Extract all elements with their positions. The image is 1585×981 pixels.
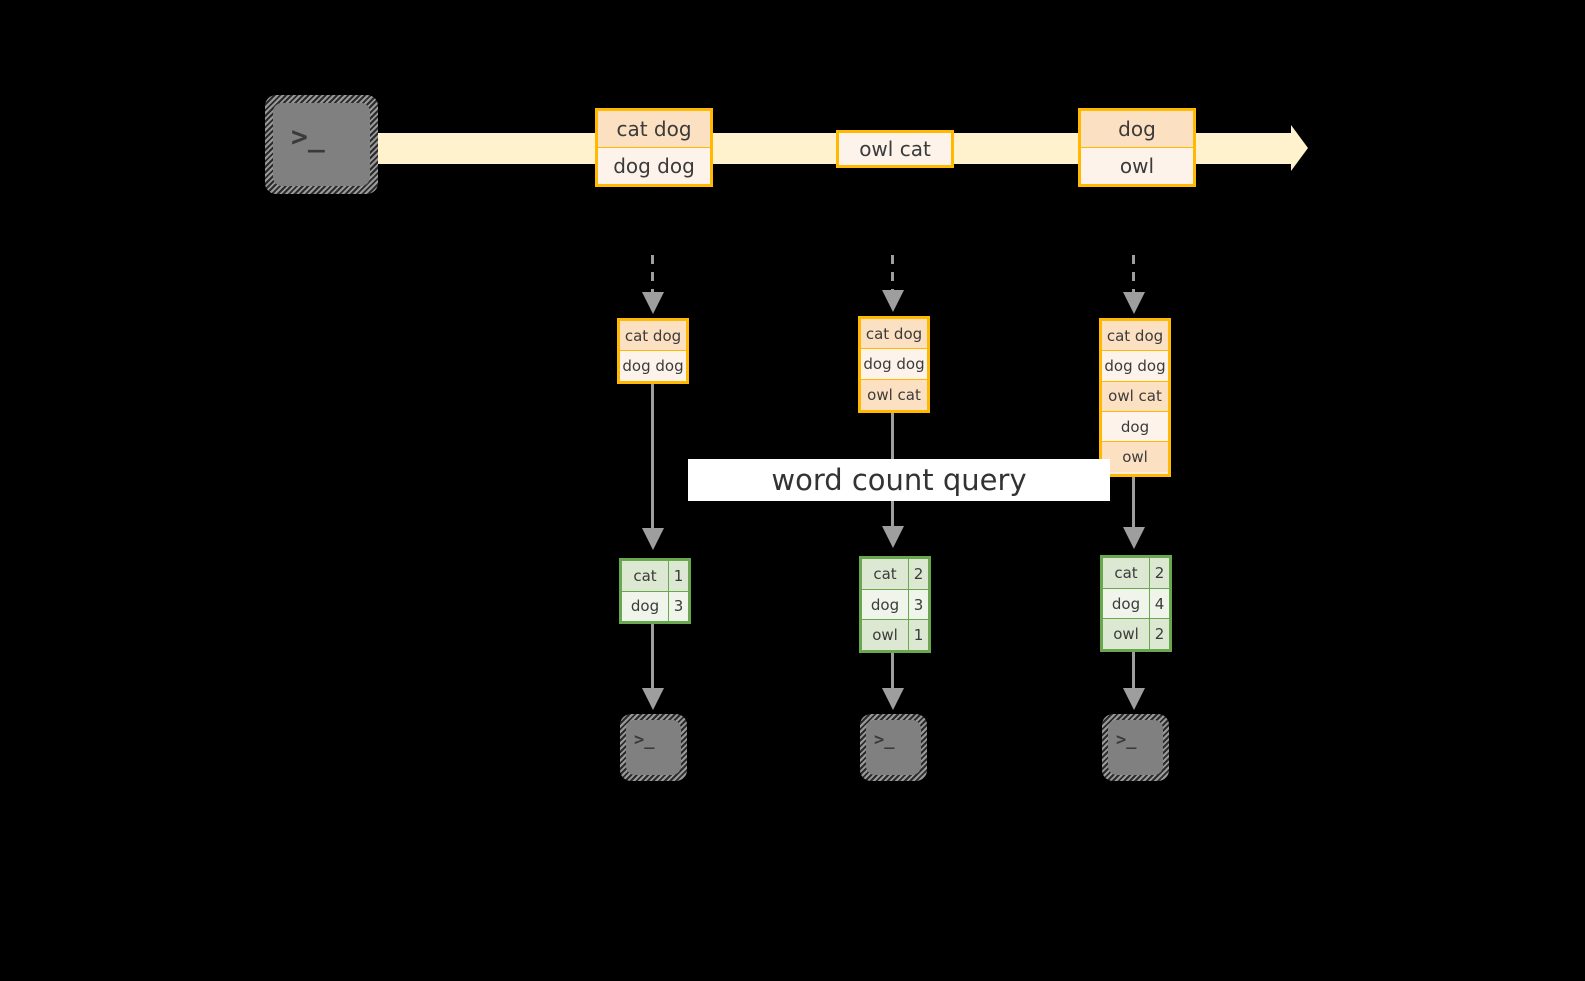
- sink-connector-1: [651, 624, 654, 692]
- stream-tap-connector-2: [891, 255, 894, 292]
- result-count: 3: [909, 589, 928, 620]
- terminal-screen: [866, 720, 921, 775]
- terminal-prompt-glyph: >_: [634, 730, 655, 750]
- result-count: 3: [669, 591, 688, 621]
- query-connector-1: [651, 384, 654, 532]
- result-row: cat 2: [862, 559, 928, 590]
- query-connector-3: [1132, 477, 1135, 531]
- result-word: dog: [622, 591, 669, 621]
- result-word: owl: [1103, 619, 1150, 650]
- snapshot-input-record: dog: [1102, 411, 1168, 443]
- snapshot-sink-terminal-icon-3[interactable]: >_: [1102, 714, 1169, 781]
- result-count: 2: [909, 559, 928, 589]
- terminal-screen: [273, 103, 370, 186]
- terminal-prompt-glyph: >_: [1116, 730, 1137, 750]
- result-count: 2: [1150, 619, 1169, 650]
- sink-arrowhead-2: [882, 688, 904, 710]
- snapshot-input-record: dog dog: [620, 351, 686, 381]
- result-word: cat: [862, 559, 909, 589]
- snapshot-input-stack-1[interactable]: cat dog dog dog: [617, 318, 689, 384]
- snapshot-input-record: owl cat: [1102, 381, 1168, 412]
- stream-tap-connector-1: [651, 255, 654, 294]
- stream-record-group-2[interactable]: owl cat: [836, 130, 954, 168]
- query-label: word count query: [688, 459, 1110, 501]
- snapshot-sink-terminal-icon-2[interactable]: >_: [860, 714, 927, 781]
- snapshot-input-record: dog dog: [861, 349, 927, 380]
- stream-record: owl: [1081, 147, 1193, 184]
- snapshot-input-record: cat dog: [1102, 321, 1168, 352]
- result-row: dog 3: [622, 591, 688, 621]
- stream-tap-arrowhead-3: [1123, 292, 1145, 314]
- result-row: cat 2: [1103, 558, 1169, 589]
- result-word: dog: [862, 589, 909, 620]
- result-word: cat: [622, 561, 669, 591]
- stream-record-group-1[interactable]: cat dog dog dog: [595, 108, 713, 187]
- query-arrowhead-2: [882, 526, 904, 548]
- snapshot-input-record: owl: [1102, 442, 1168, 473]
- result-row: dog 3: [862, 589, 928, 621]
- snapshot-sink-terminal-icon-1[interactable]: >_: [620, 714, 687, 781]
- stream-tap-arrowhead-1: [642, 292, 664, 314]
- sink-connector-3: [1132, 652, 1135, 692]
- snapshot-input-stack-3[interactable]: cat dog dog dog owl cat dog owl: [1099, 318, 1171, 477]
- result-word: cat: [1103, 558, 1150, 588]
- result-row: owl 2: [1103, 619, 1169, 650]
- stream-record: dog: [1081, 111, 1193, 148]
- query-arrowhead-1: [642, 528, 664, 550]
- stream-tap-connector-3: [1132, 255, 1135, 294]
- sink-connector-2: [891, 653, 894, 692]
- terminal-screen: [1108, 720, 1163, 775]
- stream-record: cat dog: [598, 111, 710, 148]
- stream-source-terminal-icon[interactable]: >_: [265, 95, 378, 194]
- result-row: dog 4: [1103, 588, 1169, 620]
- snapshot-result-table-2[interactable]: cat 2 dog 3 owl 1: [859, 556, 931, 653]
- snapshot-input-record: dog dog: [1102, 351, 1168, 382]
- result-count: 4: [1150, 588, 1169, 619]
- result-word: dog: [1103, 588, 1150, 619]
- stream-record-group-3[interactable]: dog owl: [1078, 108, 1196, 187]
- record-stream-arrow-head: [1291, 125, 1308, 171]
- result-word: owl: [862, 620, 909, 651]
- result-count: 2: [1150, 558, 1169, 588]
- terminal-screen: [626, 720, 681, 775]
- stream-record: owl cat: [839, 133, 951, 165]
- terminal-prompt-glyph: >_: [291, 120, 325, 153]
- snapshot-result-table-1[interactable]: cat 1 dog 3: [619, 558, 691, 624]
- result-row: owl 1: [862, 620, 928, 651]
- result-row: cat 1: [622, 561, 688, 592]
- snapshot-input-record: owl cat: [861, 379, 927, 410]
- stream-tap-arrowhead-2: [882, 290, 904, 312]
- snapshot-input-record: cat dog: [620, 321, 686, 351]
- result-count: 1: [909, 620, 928, 651]
- snapshot-result-table-3[interactable]: cat 2 dog 4 owl 2: [1100, 555, 1172, 652]
- query-arrowhead-3: [1123, 527, 1145, 549]
- snapshot-input-stack-2[interactable]: cat dog dog dog owl cat: [858, 316, 930, 413]
- terminal-prompt-glyph: >_: [874, 730, 895, 750]
- result-count: 1: [669, 561, 688, 591]
- stream-record: dog dog: [598, 147, 710, 184]
- sink-arrowhead-1: [642, 688, 664, 710]
- sink-arrowhead-3: [1123, 688, 1145, 710]
- snapshot-input-record: cat dog: [861, 319, 927, 350]
